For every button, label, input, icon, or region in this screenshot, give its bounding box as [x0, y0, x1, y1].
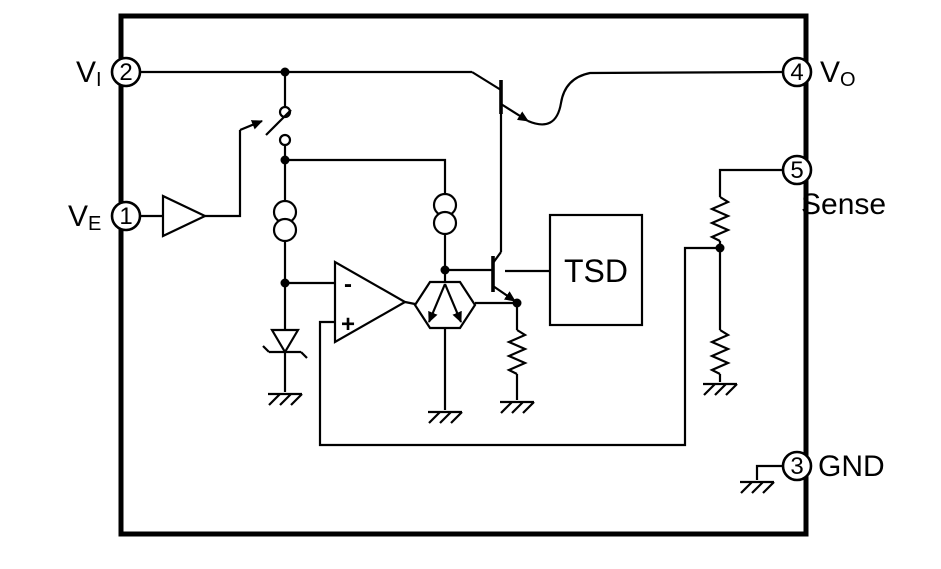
- pin-number: 2: [119, 59, 132, 86]
- tsd-label: TSD: [564, 253, 628, 289]
- wire-segment: [205, 130, 242, 218]
- ground-symbol: [498, 400, 536, 415]
- zener-diode: [262, 328, 308, 359]
- ground-symbol: [738, 480, 776, 495]
- tsd-box: [548, 213, 644, 327]
- current-source-circle: [432, 210, 458, 236]
- pin-number: 5: [790, 157, 803, 184]
- opamp-plus-label: +: [341, 311, 355, 338]
- emitter-arrow: [443, 283, 463, 323]
- emitter-arrow: [427, 283, 447, 323]
- pin-vo: 4: [781, 56, 813, 88]
- pin-label-ve: VE: [68, 200, 101, 235]
- pin-label-vi: VI: [76, 56, 102, 91]
- pin-label-sense: Sense: [801, 188, 886, 221]
- sense-divider-top-resistor: [710, 195, 730, 243]
- junction-dots: [280, 67, 725, 308]
- switch-control-arrow: [239, 119, 263, 132]
- emitter-resistor: [507, 328, 527, 376]
- emitter-arrow: [492, 285, 516, 302]
- zener-cathode-bar: [262, 345, 308, 359]
- pin-label-vo: VO: [820, 56, 856, 91]
- wires: [140, 70, 784, 480]
- enable-switch: [265, 105, 292, 147]
- junction-dot: [440, 265, 450, 275]
- pin-circle: [781, 154, 813, 186]
- ground-symbol: [426, 410, 464, 425]
- buffer-amplifier: [161, 194, 208, 238]
- pin-gnd: 3: [781, 450, 813, 482]
- collector-wire: [471, 71, 502, 91]
- feedback-wire: [318, 246, 718, 447]
- wire-segment: [755, 464, 783, 480]
- current-source-left: [272, 199, 298, 243]
- pin-circle: [781, 450, 813, 482]
- tsd-block: TSD: [548, 213, 644, 327]
- switch-blade: [265, 109, 292, 136]
- switch-contact-bottom: [278, 133, 292, 147]
- hexagon-outline: [413, 280, 477, 330]
- driver-transistor: [491, 251, 516, 302]
- pin-number: 4: [790, 59, 803, 86]
- collector-wire: [492, 251, 502, 264]
- pass-transistor: [471, 71, 529, 252]
- ic-boundary: [118, 13, 809, 537]
- current-source-circle: [272, 217, 298, 243]
- pin-label-gnd: GND: [818, 450, 885, 483]
- diode-triangle: [270, 328, 300, 355]
- junction-dot: [715, 243, 725, 253]
- wire-segment: [527, 70, 784, 126]
- wire-segment: [404, 300, 416, 306]
- current-limit-network: [413, 280, 477, 330]
- sense-divider-bottom-resistor: [710, 328, 730, 376]
- pin-circle: [781, 56, 813, 88]
- pin-circle: [110, 56, 142, 88]
- junction-dot: [512, 298, 522, 308]
- buffer-triangle: [161, 194, 208, 238]
- pin-circle: [110, 200, 142, 232]
- junction-dot: [280, 67, 290, 77]
- opamp-triangle: [333, 260, 408, 344]
- opamp-minus-label: -: [344, 271, 352, 298]
- ground-symbol: [701, 382, 739, 397]
- current-source-right: [432, 192, 458, 236]
- pin-vi: 2: [110, 56, 142, 88]
- pin-ve: 1: [110, 200, 142, 232]
- error-amplifier: - +: [333, 260, 408, 344]
- ground-symbol: [266, 392, 304, 407]
- pin-number: 1: [119, 203, 132, 230]
- junction-dot: [280, 278, 290, 288]
- wire-segment: [285, 158, 447, 194]
- pin-sense: 5: [781, 154, 813, 186]
- emitter-arrow: [500, 103, 529, 122]
- pin-number: 3: [790, 453, 803, 480]
- wire-segment: [718, 168, 783, 197]
- junction-dot: [280, 155, 290, 165]
